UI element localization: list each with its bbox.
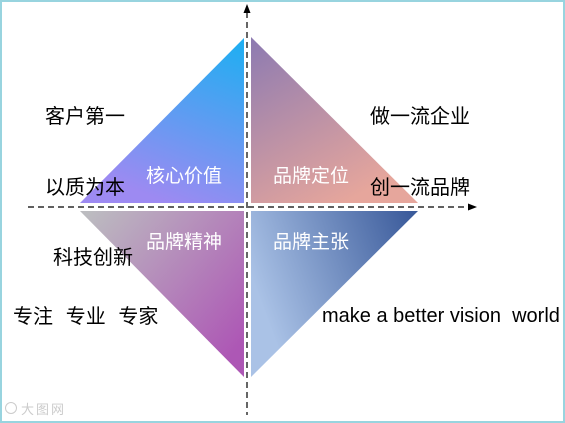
horizontal-axis-arrowhead: [468, 203, 477, 211]
quadrant-label-core-value: 核心价值: [145, 165, 223, 187]
watermark: 大图网: [5, 400, 67, 418]
slogan-line: 做一流企业: [370, 104, 470, 128]
quadrant-label-brand-spirit: 品牌精神: [145, 231, 223, 253]
slogan-top-left: 客户第一 以质为本 科技创新: [45, 58, 133, 317]
vertical-axis-arrowhead: [243, 4, 251, 13]
quadrant-label-brand-proposition: 品牌主张: [272, 231, 350, 253]
quadrant-label-brand-positioning: 品牌定位: [272, 165, 350, 187]
slogan-line: 创一流品牌: [370, 174, 470, 199]
quadrant-brand-positioning-triangle: [251, 37, 418, 203]
slogan-top-right: 做一流企业 创一流品牌: [370, 58, 470, 246]
slogan-line: 客户第一: [45, 104, 125, 128]
slogan-line: 科技创新: [53, 245, 133, 269]
quadrant-brand-spirit-triangle: [80, 211, 244, 377]
slogan-bottom-left: 专注 专业 专家: [13, 304, 159, 328]
quadrant-core-value-triangle: [80, 38, 244, 203]
watermark-logo-icon: [5, 402, 17, 414]
quadrant-brand-proposition-triangle: [251, 211, 418, 377]
watermark-text: 大图网: [21, 402, 67, 418]
slogan-line: 以质为本: [45, 174, 125, 199]
slogan-bottom-right: make a better vision world: [322, 305, 560, 327]
